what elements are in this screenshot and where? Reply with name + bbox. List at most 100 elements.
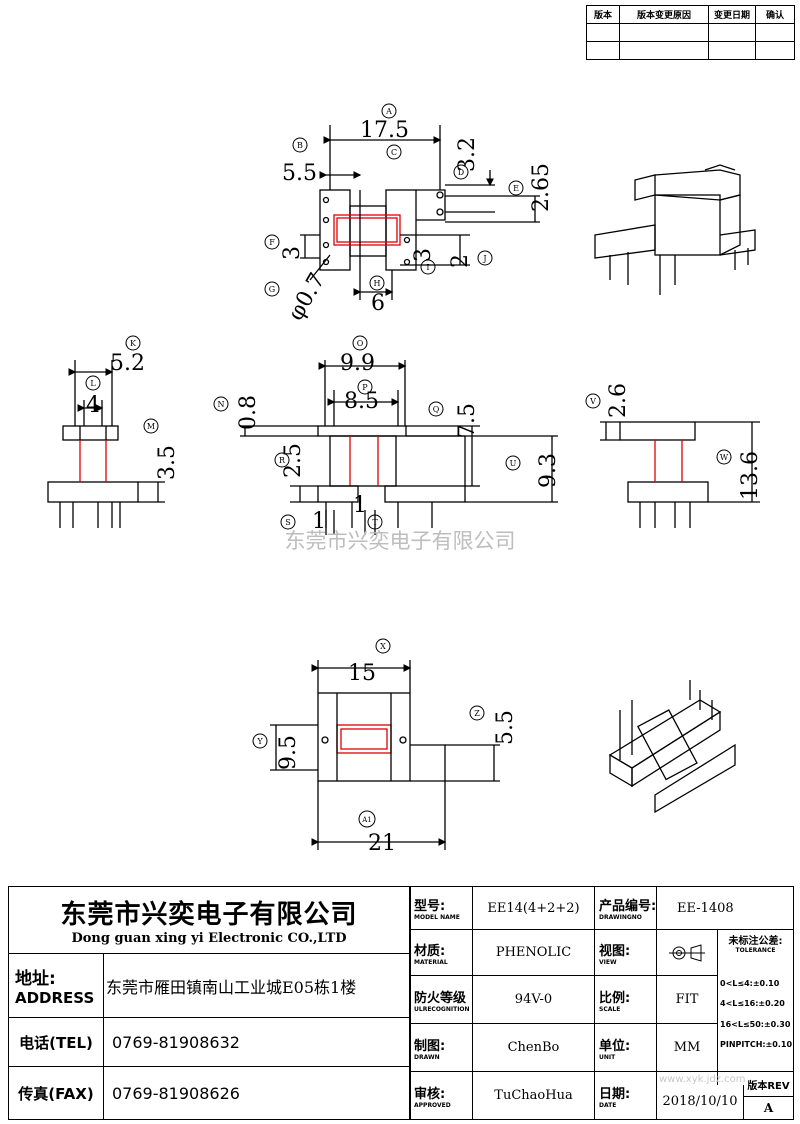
bottom-view (270, 660, 500, 850)
corner-watermark: www.xyk.jdz.com (659, 1073, 746, 1085)
balloon-T: T (367, 514, 383, 530)
title-block: 东莞市兴奕电子有限公司 Dong guan xing yi Electronic… (8, 886, 794, 1120)
flame-value: 94V-0 (514, 992, 553, 1007)
svg-text:W: W (720, 453, 729, 462)
unit-value: MM (673, 1040, 701, 1055)
dim-2-6: 2.6 (606, 383, 631, 418)
approved-value: TuChaoHua (494, 1088, 573, 1103)
tolerance-1: 0<L≤4:±0.10 (720, 979, 780, 988)
revision-table: 版本 版本变更原因 变更日期 确认 (586, 5, 795, 60)
balloon-Z: Z (469, 705, 485, 721)
approved-label: 审核:APPROVED (414, 1086, 451, 1109)
side-view-right (600, 421, 760, 528)
dim-15: 15 (348, 661, 376, 686)
svg-text:L: L (90, 379, 96, 388)
balloon-V: V (585, 393, 601, 409)
svg-text:V: V (589, 397, 596, 406)
iso-view-bottom (608, 680, 736, 814)
date-label: 日期:DATE (599, 1086, 631, 1109)
balloon-S: S (280, 514, 296, 530)
dim-21: 21 (368, 831, 396, 856)
material-label: 材质:MATERIAL (414, 943, 448, 966)
company-header: 东莞市兴奕电子有限公司 Dong guan xing yi Electronic… (9, 887, 409, 953)
balloon-G: G (264, 281, 280, 297)
dim-9-5: 9.5 (276, 735, 301, 770)
rev-label: 版本REV (747, 1080, 790, 1092)
model-label: 型号:MODEL NAME (414, 899, 460, 921)
dim-0-7: φ0.7 (284, 269, 331, 325)
side-view-left (47, 360, 165, 528)
dim-1-mid: 1 (353, 493, 367, 518)
dim-2-65: 2.65 (529, 163, 554, 212)
address-label: 地址: ADDRESS (15, 969, 95, 1007)
dim-5-5: 5.5 (282, 161, 317, 186)
dim-2: 2 (448, 254, 473, 268)
balloon-U: U (505, 455, 521, 471)
balloon-O: O (352, 335, 368, 351)
svg-text:P: P (362, 383, 368, 392)
view-label: 视图:VIEW (599, 943, 631, 966)
balloon-E: E (508, 180, 524, 196)
part-no-value: EE-1408 (677, 900, 734, 916)
dim-6: 6 (371, 291, 385, 316)
balloon-L: L (85, 375, 101, 391)
balloon-J: J (477, 250, 493, 266)
dim-3-right: 3 (411, 248, 436, 262)
svg-text:I: I (426, 263, 429, 272)
address-value: 东莞市雁田镇南山工业城E05栋1楼 (106, 977, 357, 997)
balloon-K: K (125, 335, 141, 351)
tolerance-title: 未标注公差: TOLERANCE (728, 936, 783, 954)
balloon-W: W (716, 449, 732, 465)
balloon-A1: A1 (358, 810, 376, 828)
balloon-F: F (264, 234, 280, 250)
svg-text:X: X (380, 642, 386, 651)
svg-text:N: N (218, 400, 225, 409)
dim-7-5: 7.5 (455, 403, 480, 438)
svg-text:Z: Z (474, 709, 480, 718)
svg-text:O: O (357, 339, 364, 348)
tel-label: 电话(TEL) (19, 1033, 93, 1052)
balloon-A: A (381, 103, 397, 119)
svg-text:J: J (482, 254, 486, 263)
iso-view-top (594, 164, 756, 295)
top-view (300, 125, 540, 300)
balloon-D: D (453, 164, 469, 180)
drawn-value: ChenBo (507, 1040, 560, 1055)
svg-text:K: K (130, 339, 137, 348)
balloon-C: C (386, 144, 402, 160)
dim-13-6: 13.6 (738, 451, 763, 500)
material-value: PHENOLIC (495, 945, 572, 960)
front-view (240, 360, 558, 535)
date-value: 2018/10/10 (662, 1093, 738, 1109)
drawn-label: 制图:DRAWN (414, 1038, 446, 1061)
svg-text:S: S (285, 518, 290, 527)
svg-text:F: F (269, 238, 275, 247)
dim-9-9: 9.9 (340, 351, 375, 376)
dim-9-3: 9.3 (536, 453, 561, 488)
dim-17-5: 17.5 (360, 118, 409, 143)
svg-text:Q: Q (433, 405, 440, 414)
scale-value: FIT (675, 992, 699, 1007)
projection-symbol-icon (657, 930, 717, 975)
tolerance-3: 16<L≤50:±0.30 (720, 1020, 791, 1029)
svg-text:U: U (510, 459, 517, 468)
balloon-M: M (143, 418, 159, 434)
dim-1-left: 1 (312, 509, 326, 534)
svg-text:Y: Y (256, 737, 263, 746)
balloon-P: P (357, 379, 373, 395)
svg-text:T: T (372, 518, 378, 527)
dim-0-8: 0.8 (236, 395, 261, 430)
svg-text:C: C (391, 148, 397, 157)
watermark: 东莞市兴奕电子有限公司 (285, 529, 516, 553)
balloon-H: H (369, 275, 385, 291)
dim-2-5: 2.5 (281, 443, 306, 478)
balloon-Q: Q (428, 401, 444, 417)
balloon-N: N (213, 396, 229, 412)
company-name-en: Dong guan xing yi Electronic CO.,LTD (71, 931, 347, 946)
svg-text:B: B (297, 141, 303, 150)
dim-3-5: 3.5 (155, 445, 180, 480)
part-no-label: 产品编号:DRAWINGNO (599, 899, 656, 921)
company-name-cn: 东莞市兴奕电子有限公司 (60, 900, 358, 930)
dim-5-5-bottom: 5.5 (493, 710, 518, 745)
